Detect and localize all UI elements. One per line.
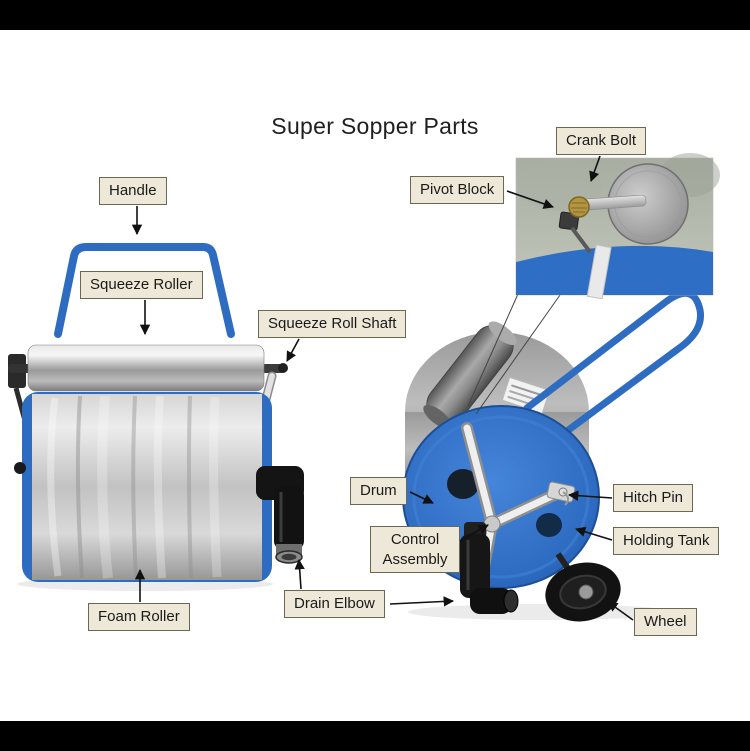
label-control-assembly: Control Assembly xyxy=(370,526,460,573)
label-pivot-block: Pivot Block xyxy=(410,176,505,204)
arrow-hitch-pin xyxy=(567,490,613,501)
label-squeeze-roller: Squeeze Roller xyxy=(80,271,203,299)
inset-pivot-block xyxy=(558,211,580,231)
arrow-drain-elbow-left xyxy=(294,558,305,590)
squeeze-roll-shaft-left xyxy=(8,364,32,373)
arrow-drain-elbow-right xyxy=(389,596,455,607)
label-handle: Handle xyxy=(99,177,167,205)
face-hole-upper xyxy=(447,469,479,499)
foam-wrap-highlights xyxy=(47,395,222,579)
arrow-holding-tank xyxy=(575,526,613,541)
drum-sticker xyxy=(501,376,551,414)
arrow-wheel xyxy=(607,601,634,621)
label-holding-tank: Holding Tank xyxy=(613,527,720,555)
zoom-callout-line-1 xyxy=(467,293,519,407)
handle-tube xyxy=(54,243,235,338)
callout-arrows xyxy=(131,155,634,621)
label-drain-elbow: Drain Elbow xyxy=(284,590,385,618)
arrow-squeeze-roll-shaft xyxy=(286,338,300,362)
side-knob xyxy=(14,462,26,474)
zoom-callout-line-2 xyxy=(475,294,561,415)
arrow-drum xyxy=(409,491,434,504)
control-assembly-hub xyxy=(483,515,501,533)
foam-roller-body xyxy=(32,394,262,580)
inset-shaft xyxy=(570,226,592,254)
face-hole-lower xyxy=(536,513,562,537)
arrow-control-assembly xyxy=(457,524,489,543)
label-drum: Drum xyxy=(350,477,407,505)
drain-elbow-left-machine xyxy=(256,466,304,564)
squeeze-roller-right-machine xyxy=(423,321,517,429)
shaft-end-cap xyxy=(278,363,288,373)
page-title: Super Sopper Parts xyxy=(271,113,479,139)
label-hitch-pin: Hitch Pin xyxy=(613,484,694,512)
label-wheel: Wheel xyxy=(634,608,697,636)
inset-drum-face xyxy=(516,245,713,295)
inset-crank-bolt xyxy=(568,196,590,218)
label-crank-bolt: Crank Bolt xyxy=(556,127,647,155)
inset-white-strap xyxy=(586,244,612,300)
right-machine xyxy=(402,289,705,622)
arrow-crank-bolt xyxy=(589,155,601,182)
left-machine xyxy=(8,243,304,591)
right-machine-shadow xyxy=(408,604,672,620)
squeeze-roller-cylinder xyxy=(27,344,265,392)
label-foam-roller: Foam Roller xyxy=(88,603,190,631)
arrow-pivot-block xyxy=(506,190,554,209)
label-squeeze-roll-shaft: Squeeze Roll Shaft xyxy=(258,310,407,338)
detail-inset xyxy=(467,153,720,415)
top-letterbox-bar xyxy=(0,0,750,30)
wheel-assembly xyxy=(545,552,621,622)
bottom-letterbox-bar xyxy=(0,721,750,751)
